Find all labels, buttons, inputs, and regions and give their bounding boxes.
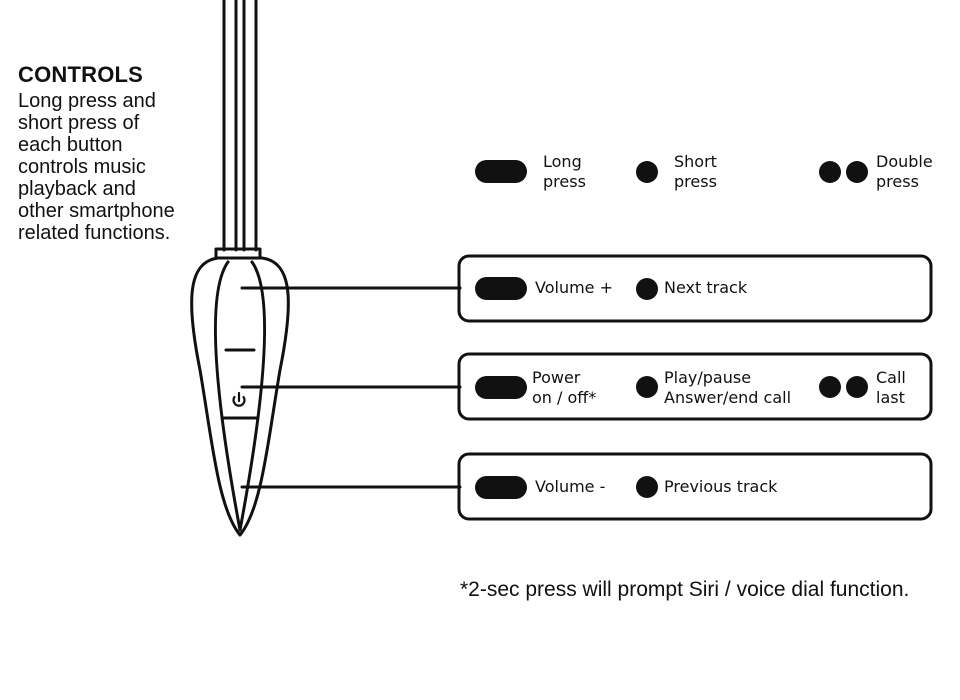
intro-line: Long press and: [18, 90, 156, 112]
controls-title: CONTROLS: [18, 62, 144, 87]
intro-line: short press of: [18, 112, 140, 134]
cable: [214, 0, 262, 260]
long-press-icon: [475, 277, 527, 300]
panel-middle: [457, 352, 933, 421]
double-press-icon: [819, 376, 841, 398]
volume-up-label: Volume +: [535, 278, 613, 297]
siri-footnote: *2-sec press will prompt Siri / voice di…: [460, 578, 910, 601]
intro-line: playback and: [18, 178, 136, 200]
short-press-icon: [636, 161, 658, 183]
long-press-icon: [475, 160, 527, 183]
long-press-icon: [475, 376, 527, 399]
double-press-icon: [846, 376, 868, 398]
remote-body: [190, 256, 290, 537]
double-press-icon: [819, 161, 841, 183]
long-press-icon: [475, 476, 527, 499]
intro-line: each button: [18, 134, 123, 156]
previous-track-label: Previous track: [664, 477, 778, 496]
short-press-icon: [636, 376, 658, 398]
panel-bottom: [457, 452, 933, 521]
controls-description: Long press and short press of each butto…: [18, 90, 218, 244]
panel-top: [457, 254, 933, 323]
short-press-icon: [636, 476, 658, 498]
volume-down-label: Volume -: [535, 477, 606, 496]
power-icon: [232, 391, 246, 407]
short-press-icon: [636, 278, 658, 300]
double-press-icon: [846, 161, 868, 183]
controls-intro: CONTROLS Long press and short press of e…: [18, 62, 218, 244]
intro-line: other smartphone: [18, 200, 175, 222]
intro-line: controls music: [18, 156, 146, 178]
intro-line: related functions.: [18, 222, 171, 244]
next-track-label: Next track: [664, 278, 748, 297]
